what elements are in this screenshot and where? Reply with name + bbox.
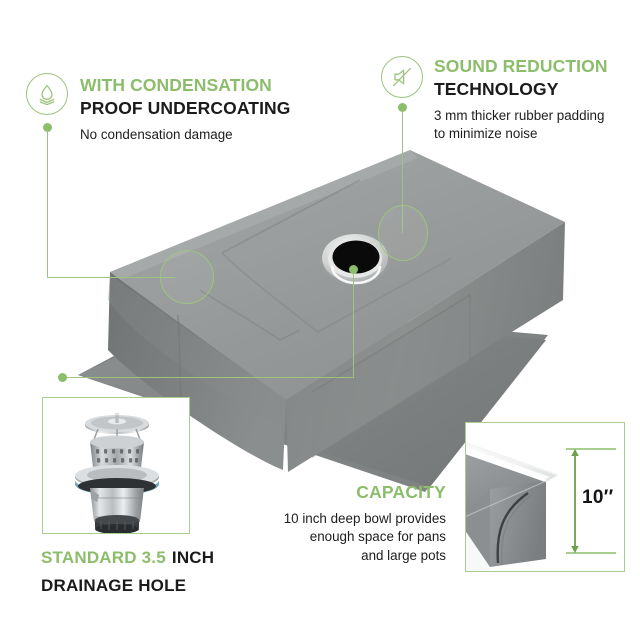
dimension-arrow-10-inch <box>566 448 616 554</box>
connector-line-drainage-vertical <box>353 272 355 378</box>
connector-dot-condensation <box>43 123 52 132</box>
callout-condensation-text: WITH CONDENSATION PROOF UNDERCOATING No … <box>80 75 380 144</box>
capacity-body-line2: enough space for pans <box>309 529 446 545</box>
drain-caption-inline-black: INCH <box>171 548 215 567</box>
callout-sound-reduction-body-line1: 3 mm thicker rubber padding <box>434 108 605 124</box>
drain-hole-graphic <box>319 231 391 285</box>
connector-dot-drainage <box>349 265 358 274</box>
dimension-label-10-inch: 10′′ <box>582 487 614 508</box>
callout-sound-reduction-title-black: TECHNOLOGY <box>434 78 559 99</box>
connector-line-condensation-horizontal <box>47 277 175 279</box>
connector-dot-drainage-end <box>58 373 67 382</box>
connector-line-condensation-vertical <box>47 130 49 278</box>
drain-assembly-photo-frame <box>42 397 190 534</box>
callout-condensation-title-green: WITH CONDENSATION <box>80 75 272 95</box>
connector-line-sound-reduction-vertical <box>402 110 404 233</box>
callout-sound-reduction-title-green: SOUND REDUCTION <box>434 56 608 76</box>
callout-condensation-body: No condensation damage <box>80 127 233 143</box>
water-drop-icon-circle <box>26 73 68 115</box>
capacity-body-line1: 10 inch deep bowl provides <box>283 511 446 527</box>
hotspot-circle-sound-reduction <box>378 205 428 261</box>
capacity-title: CAPACITY <box>356 482 446 502</box>
muted-speaker-icon <box>389 64 415 90</box>
connector-dot-sound-reduction <box>398 103 407 112</box>
capacity-body-line3: and large pots <box>361 547 446 563</box>
drain-caption-line2: DRAINAGE HOLE <box>41 575 187 595</box>
callout-condensation-title-black: PROOF UNDERCOATING <box>80 97 291 118</box>
water-drop-icon <box>34 81 60 107</box>
hotspot-circle-condensation <box>160 250 214 304</box>
drain-caption-line1: STANDARD 3.5 INCH <box>41 548 271 569</box>
drain-caption-green: STANDARD 3.5 <box>41 548 166 567</box>
capacity-text-block: CAPACITY 10 inch deep bowl provides enou… <box>248 482 446 565</box>
connector-line-drainage-horizontal <box>66 377 354 379</box>
callout-sound-reduction-body-line2: to minimize noise <box>434 126 538 142</box>
muted-speaker-icon-circle <box>381 56 423 98</box>
drain-caption: STANDARD 3.5 INCH DRAINAGE HOLE <box>41 548 271 596</box>
callout-sound-reduction-text: SOUND REDUCTION TECHNOLOGY 3 mm thicker … <box>434 56 640 143</box>
capacity-photo-frame: 10′′ <box>465 422 625 572</box>
